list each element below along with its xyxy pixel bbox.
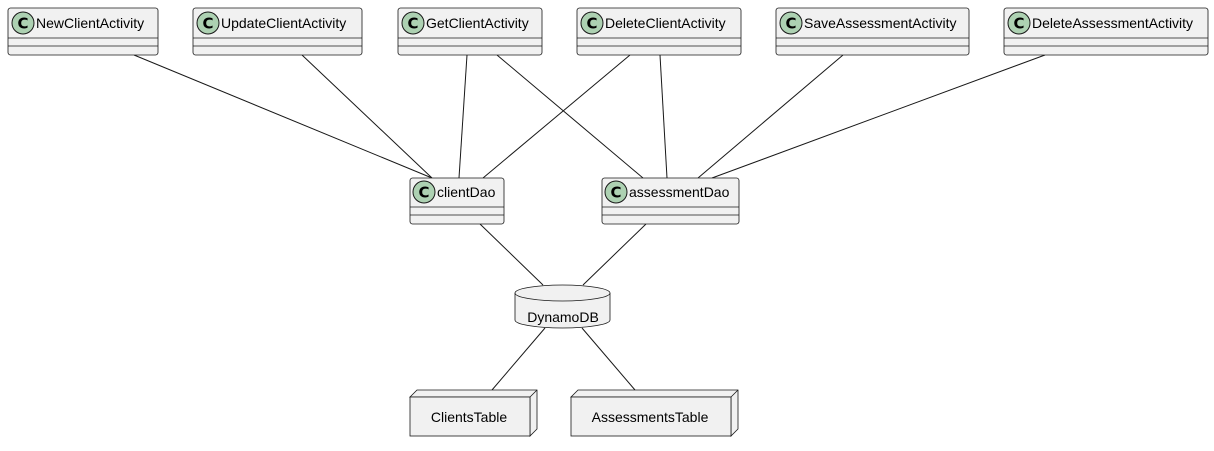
edge-getclientactivity-assessmentdao — [496, 54, 644, 179]
edge-getclientactivity-clientdao — [458, 54, 468, 179]
node-assessmentstable[interactable]: AssessmentsTable — [570, 389, 739, 437]
edge-dynamodb-clientstable — [491, 327, 546, 391]
class-stereotype-icon — [604, 180, 628, 204]
edge-assessmentdao-dynamodb — [582, 223, 647, 286]
class-clientdao[interactable]: C clientDao — [409, 177, 505, 225]
class-name: DeleteClientActivity — [605, 15, 726, 31]
class-stereotype-icon — [412, 180, 436, 204]
edge-deleteclientactivity-assessmentdao — [659, 54, 668, 179]
edge-newclientactivity-clientdao — [133, 54, 433, 179]
database-dynamodb[interactable]: DynamoDB — [514, 284, 611, 329]
edge-dynamodb-assessmentstable — [581, 327, 636, 391]
stereotype-letter: C — [418, 184, 429, 202]
node-label: AssessmentsTable — [592, 409, 709, 425]
stereotype-letter: C — [17, 15, 28, 33]
class-stereotype-icon — [401, 11, 425, 35]
class-deleteassessmentactivity[interactable]: C DeleteAssessmentActivity — [1003, 7, 1209, 56]
class-getclientactivity[interactable]: C GetClientActivity — [397, 7, 543, 56]
stereotype-letter: C — [785, 15, 796, 33]
database-label: DynamoDB — [527, 309, 599, 325]
class-name: NewClientActivity — [36, 15, 144, 31]
stereotype-letter: C — [407, 15, 418, 33]
class-name: GetClientActivity — [426, 15, 529, 31]
edge-clientdao-dynamodb — [479, 223, 544, 286]
class-stereotype-icon — [1007, 11, 1031, 35]
stereotype-letter: C — [202, 15, 213, 33]
class-newclientactivity[interactable]: C NewClientActivity — [7, 7, 159, 56]
class-stereotype-icon — [11, 11, 35, 35]
class-deleteclientactivity[interactable]: C DeleteClientActivity — [576, 7, 742, 56]
edge-deleteclientactivity-clientdao — [482, 54, 631, 179]
node-clientstable[interactable]: ClientsTable — [409, 389, 538, 437]
class-stereotype-icon — [196, 11, 220, 35]
class-name: assessmentDao — [629, 184, 730, 200]
class-stereotype-icon — [580, 11, 604, 35]
edge-updateclientactivity-clientdao — [301, 54, 433, 179]
stereotype-letter: C — [586, 15, 597, 33]
class-name: DeleteAssessmentActivity — [1032, 15, 1193, 31]
stereotype-letter: C — [1013, 15, 1024, 33]
edges — [133, 54, 1046, 391]
class-assessmentdao[interactable]: C assessmentDao — [601, 177, 740, 225]
class-name: SaveAssessmentActivity — [804, 15, 957, 31]
edge-deleteassessmentactivity-assessmentdao — [711, 54, 1046, 179]
class-saveassessmentactivity[interactable]: C SaveAssessmentActivity — [775, 7, 970, 56]
class-name: clientDao — [437, 184, 496, 200]
class-stereotype-icon — [779, 11, 803, 35]
edge-saveassessmentactivity-assessmentdao — [697, 54, 844, 179]
node-label: ClientsTable — [431, 409, 507, 425]
class-updateclientactivity[interactable]: C UpdateClientActivity — [192, 7, 363, 56]
stereotype-letter: C — [610, 184, 621, 202]
class-name: UpdateClientActivity — [221, 15, 346, 31]
